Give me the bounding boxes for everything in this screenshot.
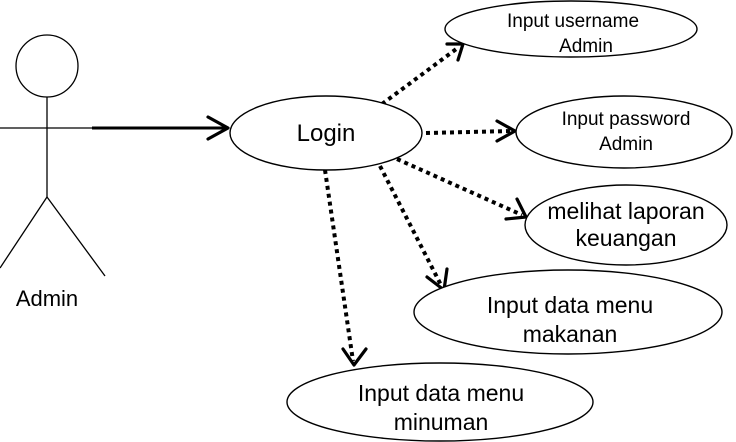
use-case-label: minuman	[394, 409, 489, 435]
relation-login-username	[380, 42, 465, 106]
use-case-label: Input data menu	[487, 292, 653, 318]
use-case-label: melihat laporan	[547, 198, 704, 224]
use-case-ellipse	[524, 184, 728, 266]
use-case-input-password: Input password Admin	[515, 95, 733, 169]
use-case-ellipse	[286, 362, 594, 442]
use-case-ellipse	[413, 269, 723, 355]
relation-login-password	[425, 119, 517, 143]
use-case-laporan-keuangan: melihat laporan keuangan	[524, 184, 728, 266]
use-case-label: Input data menu	[358, 380, 524, 406]
relation-login-makanan	[378, 165, 449, 292]
use-case-label: Login	[297, 120, 356, 147]
actor-label: Admin	[16, 286, 78, 311]
dependency-line	[323, 169, 355, 362]
dependency-line	[380, 45, 461, 106]
actor-left-leg	[0, 196, 48, 269]
use-case-label: Input password	[562, 109, 691, 130]
actor-admin: Admin	[0, 34, 106, 311]
use-case-ellipse	[444, 0, 698, 58]
actor-head	[15, 34, 79, 98]
relation-login-minuman	[323, 169, 368, 367]
dependency-line	[396, 157, 523, 217]
use-case-label: Input username	[507, 11, 639, 32]
relation-actor-login	[92, 115, 230, 141]
use-case-ellipse	[515, 95, 733, 169]
use-case-ellipse	[229, 95, 423, 171]
use-case-input-username: Input username Admin	[444, 0, 698, 58]
arrow-head	[495, 119, 517, 143]
use-case-menu-minuman: Input data menu minuman	[286, 362, 594, 442]
dependency-line	[425, 129, 513, 135]
use-case-login: Login	[229, 95, 423, 171]
use-case-label: makanan	[523, 321, 618, 347]
arrow-head	[341, 347, 368, 367]
use-case-label: Admin	[599, 134, 653, 155]
dependency-line	[378, 165, 444, 288]
arrow-head	[206, 115, 230, 141]
actor-right-leg	[46, 196, 106, 277]
relation-login-laporan	[396, 157, 528, 221]
use-case-menu-makanan: Input data menu makanan	[413, 269, 723, 355]
arrow-head	[504, 197, 528, 221]
use-case-label: Admin	[559, 36, 613, 57]
use-case-label: keuangan	[575, 225, 676, 251]
